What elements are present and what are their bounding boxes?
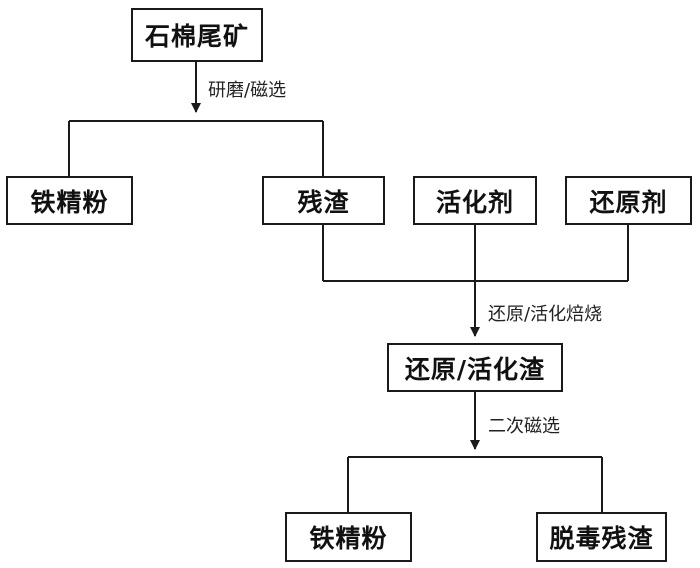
node-detoxified-residue: 脱毒残渣 (536, 512, 667, 562)
node-activator: 活化剂 (413, 176, 537, 225)
node-iron-concentrate-1: 铁精粉 (6, 176, 133, 225)
label-secondary-magnetic-separation: 二次磁选 (488, 416, 560, 437)
node-reductant: 还原剂 (565, 176, 692, 225)
node-residue: 残渣 (262, 176, 385, 225)
label-grinding-magnetic-separation: 研磨/磁选 (208, 80, 287, 101)
node-iron-concentrate-2: 铁精粉 (285, 512, 412, 562)
node-reduced-activated-slag: 还原/活化渣 (387, 343, 563, 392)
label-reduction-activation-roasting: 还原/活化焙烧 (488, 304, 603, 325)
node-tailings: 石棉尾矿 (131, 8, 263, 62)
